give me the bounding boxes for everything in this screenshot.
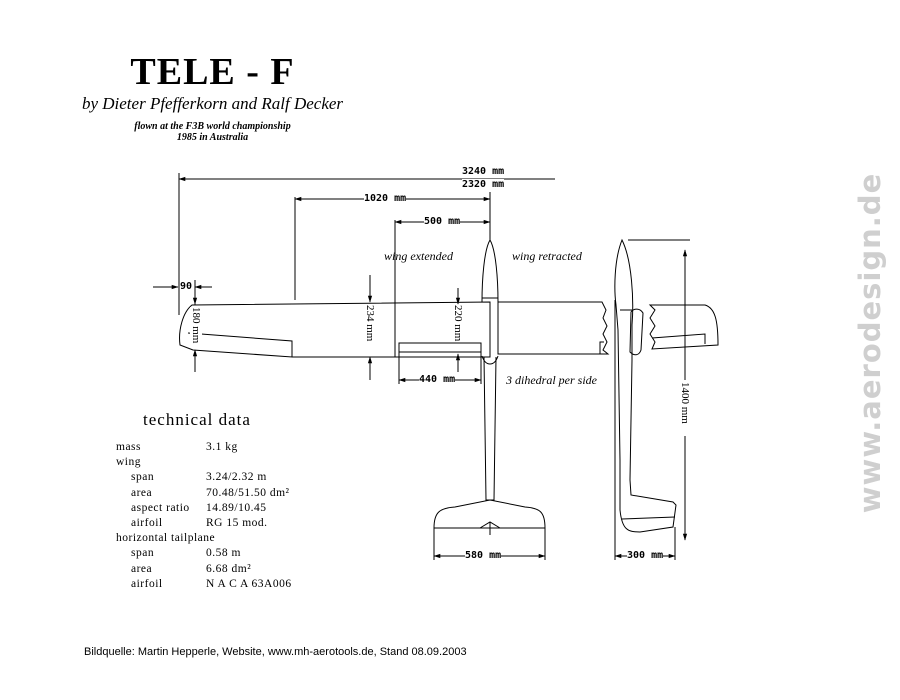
inner-span-label: 500 mm	[424, 216, 461, 227]
wing-extended-note: wing extended	[384, 249, 453, 263]
drawing-title: TELE - F	[130, 51, 295, 93]
side-fin-line	[621, 516, 676, 520]
tip-chord-label: 180 mm	[190, 307, 202, 344]
tip-offset-label: 90	[180, 281, 193, 292]
right-wing-tip-panel	[648, 304, 719, 350]
root-chord-label: 220 mm	[452, 305, 464, 342]
fuselage-wing-fairing	[481, 355, 499, 365]
designers-byline: by Dieter Pfefferkorn and Ralf Decker	[81, 94, 344, 113]
image-source-credit: Bildquelle: Martin Hepperle, Website, ww…	[84, 646, 467, 658]
competition-note-line-2: 1985 in Australia	[176, 132, 249, 143]
watermark-text: www.aerodesign.de	[853, 172, 887, 513]
tailplane-outline	[433, 499, 546, 529]
span-retracted-label: 2320 mm	[462, 179, 505, 190]
left-flap	[398, 342, 482, 353]
watermark: www.aerodesign.de	[845, 120, 895, 565]
fuselage-nose-top	[481, 239, 499, 303]
dihedral-note: 3 dihedral per side	[506, 373, 597, 387]
technical-data-title: technical data	[143, 410, 251, 429]
competition-note-line-1: flown at the F3B world championship	[134, 121, 291, 132]
side-canopy	[629, 308, 644, 356]
right-wing-tip-aileron	[651, 333, 706, 344]
left-wing-outline	[179, 301, 491, 358]
flap-span-label: 440 mm	[419, 374, 456, 385]
right-wing-retracted-outline	[497, 301, 610, 355]
side-height-label: 300 mm	[627, 550, 664, 561]
outer-panel-label: 1020 mm	[364, 193, 407, 204]
right-wing-aileron	[599, 341, 604, 354]
mid-chord-label: 234 mm	[364, 305, 376, 342]
left-wing-tip-aileron	[187, 332, 293, 356]
wing-retracted-note: wing retracted	[512, 249, 582, 263]
length-label: 1400 mm	[679, 382, 691, 424]
competition-note: flown at the F3B world championship 1985…	[0, 121, 425, 143]
fuselage-side-outline	[614, 238, 677, 533]
tail-span-label: 580 mm	[465, 550, 502, 561]
span-extended-label: 3240 mm	[462, 166, 505, 177]
fuselage-boom-top	[483, 356, 497, 501]
